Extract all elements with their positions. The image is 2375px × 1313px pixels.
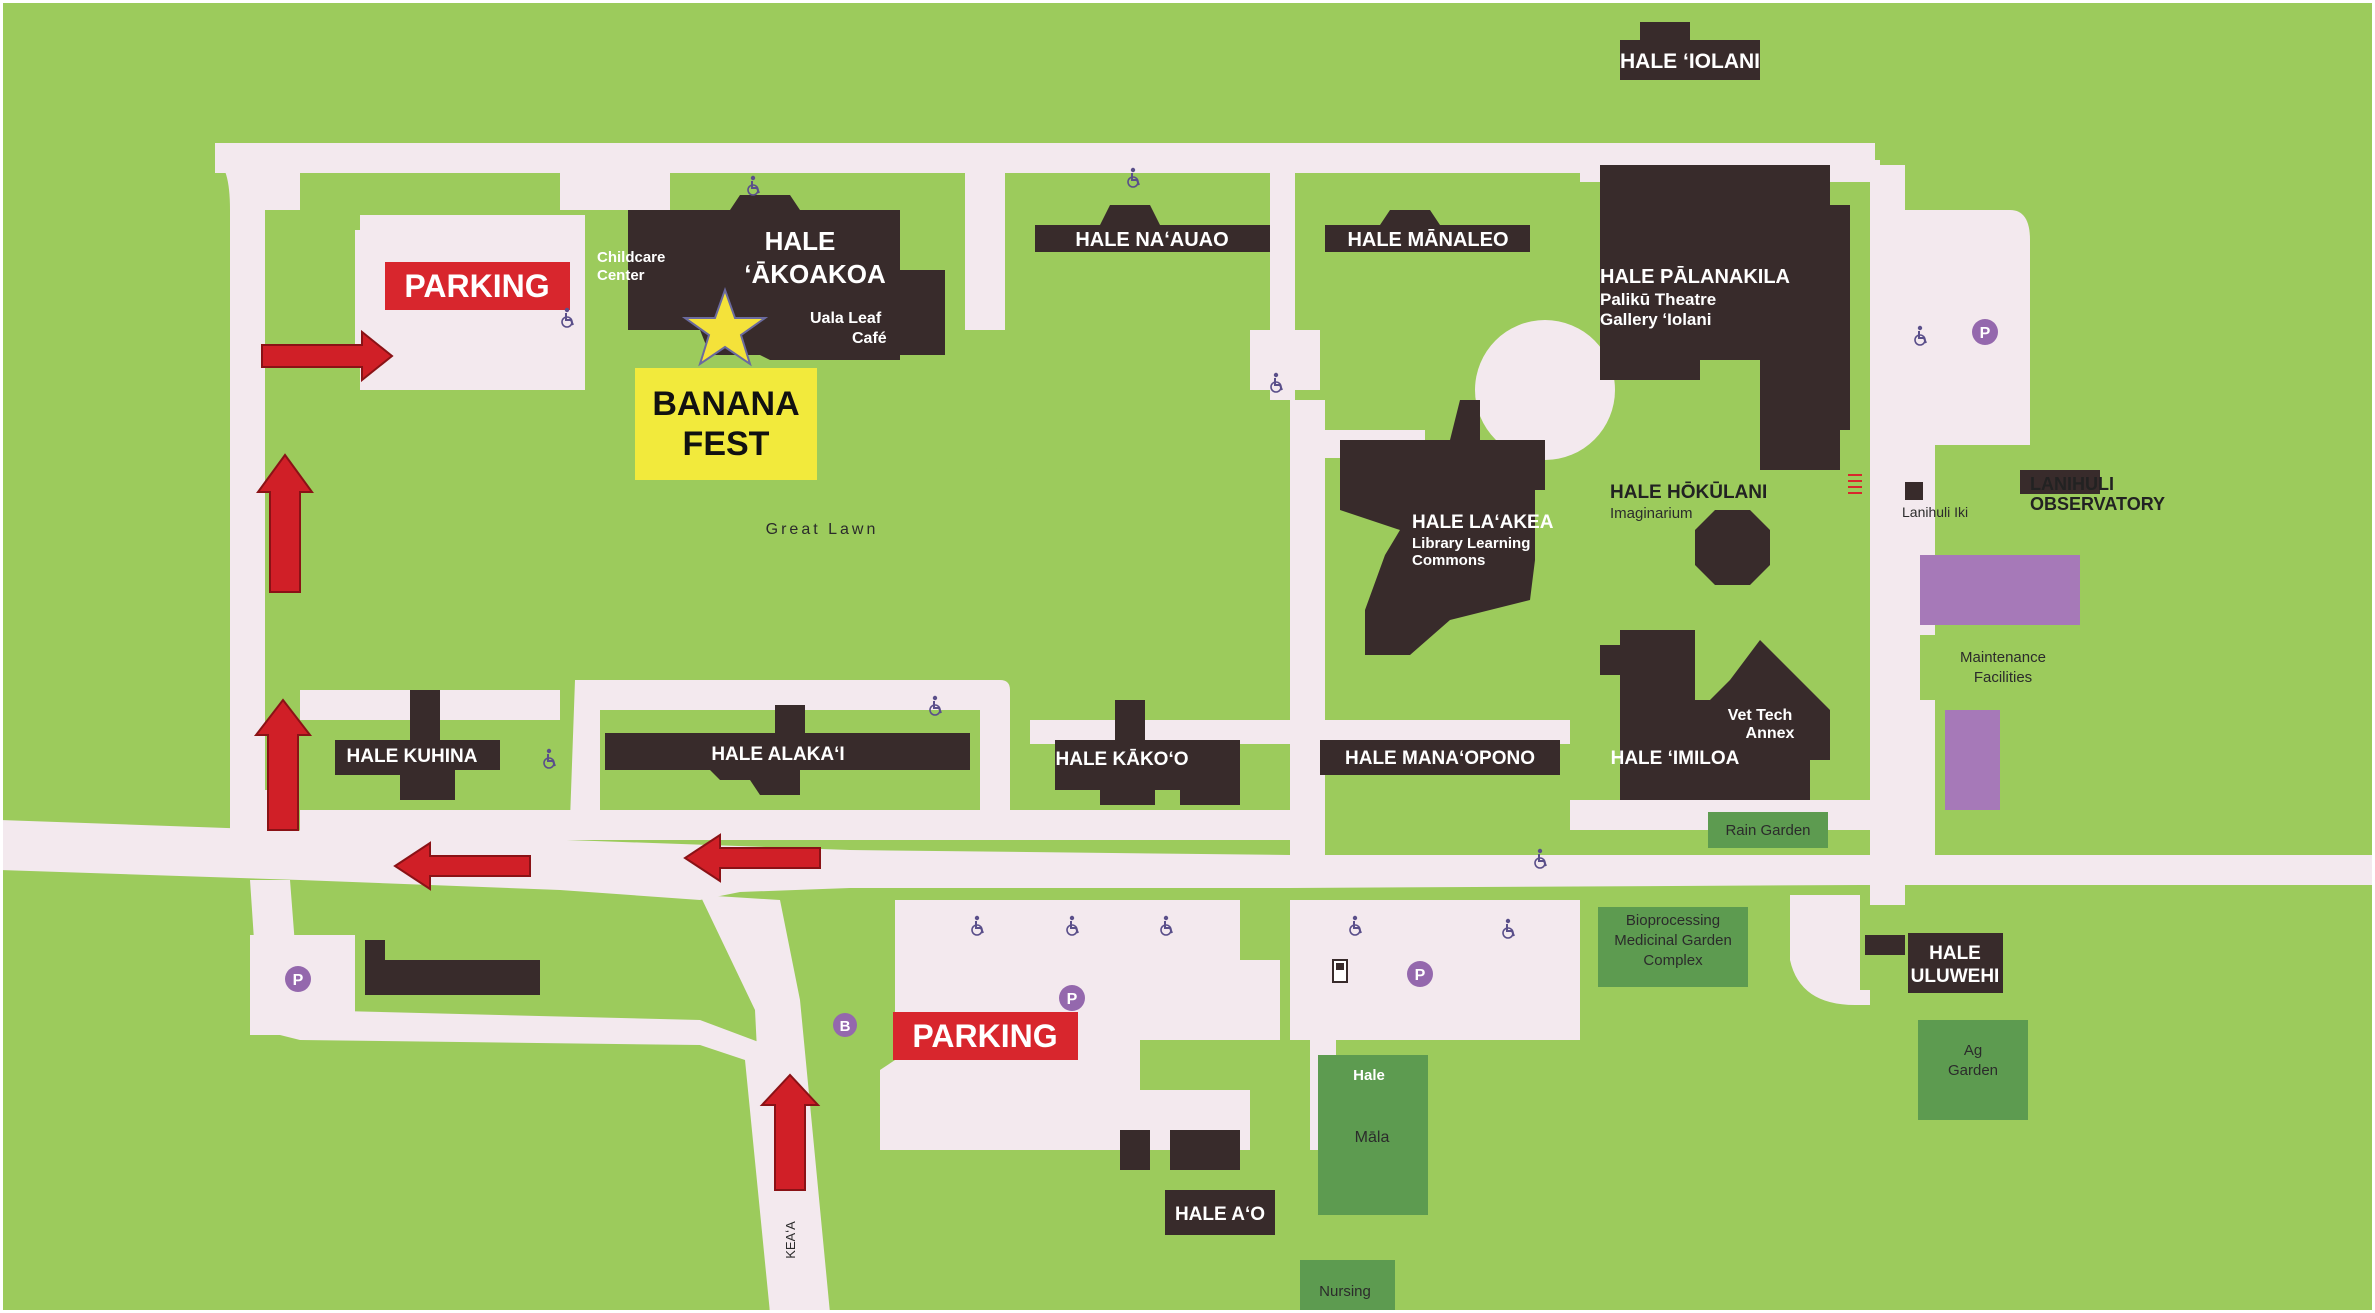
label-great-lawn: Great Lawn [766, 521, 879, 538]
arrow-north-2 [253, 698, 313, 831]
label-hale-naauao: HALE NAʻAUAO [1075, 229, 1228, 251]
bioprocessing-garden [1598, 907, 1748, 987]
label-imaginarium: Imaginarium [1610, 505, 1693, 522]
label-childcare-1: Childcare [597, 249, 665, 266]
paths-layer [0, 143, 2375, 1313]
label-bio-1: Bioprocessing [1626, 912, 1720, 929]
label-hale-aeo: HALE AʻO [1175, 1204, 1265, 1225]
nursing-garden [1300, 1260, 1395, 1313]
arrow-north-1 [256, 453, 314, 593]
grass-islands [300, 175, 1015, 512]
label-rain-garden: Rain Garden [1725, 822, 1810, 839]
label-hale-small: Hale [1353, 1067, 1385, 1084]
parking-icon-southwest [285, 966, 311, 992]
parking-icon-east [1972, 319, 1998, 345]
label-laakea-sub-2: Commons [1412, 552, 1485, 569]
label-hale-imiloa: HALE ʻIMILOA [1611, 748, 1740, 769]
parking-icons: P P P P B [285, 319, 1998, 1037]
label-akoakoa-1: HALE [765, 226, 836, 256]
maintenance-block-south [1945, 710, 2000, 810]
ev-charging-icon [1332, 959, 1348, 983]
svg-text:P: P [1980, 325, 1991, 342]
arrow-east [261, 329, 394, 383]
svg-text:P: P [1067, 991, 1078, 1008]
label-uluwehi-1: HALE [1929, 943, 1981, 964]
parking-icon-southeast [1407, 961, 1433, 987]
parking-label-west-bg [385, 262, 570, 310]
label-maintenance-2: Facilities [1974, 669, 2032, 686]
svg-text:P: P [293, 972, 304, 989]
maintenance-block-north [1920, 555, 2080, 625]
label-maintenance-1: Maintenance [1960, 649, 2046, 666]
label-lanihuli-obs-1: LANIHULI [2030, 474, 2114, 494]
arrows-layer [253, 329, 821, 1191]
label-road-keaa: KEAʻA [783, 1221, 798, 1259]
label-hale-iolani: HALE ʻIOLANI [1620, 50, 1760, 73]
label-hale-hokulani: HALE HŌKŪLANI [1610, 482, 1767, 503]
label-paliku-1: Palikū Theatre [1600, 290, 1716, 309]
label-hale-manaopono: HALE MANAʻOPONO [1345, 748, 1535, 769]
crosswalk-marks [1848, 474, 1862, 494]
parking-label-south: PARKING [912, 1018, 1057, 1054]
label-uala-1: Uala Leaf [810, 310, 882, 327]
label-hale-alakai: HALE ALAKAʻI [711, 744, 844, 765]
banana-fest-line2: FEST [683, 425, 770, 463]
label-childcare-2: Center [597, 267, 645, 284]
arrow-west-1 [393, 841, 531, 891]
label-bio-2: Medicinal Garden [1614, 932, 1732, 949]
label-ag-1: Ag [1964, 1042, 1982, 1059]
parking-label-south-bg [893, 1012, 1078, 1060]
label-lanihuli-obs-2: OBSERVATORY [2030, 494, 2165, 514]
label-vettech-2: Annex [1746, 725, 1795, 742]
maintenance-lot [1920, 635, 2110, 700]
label-hale-laakea: HALE LAʻAKEA [1412, 512, 1554, 533]
label-hale-palanakila: HALE PĀLANAKILA [1600, 266, 1790, 288]
label-akoakoa-2: ʻĀKOAKOA [744, 259, 886, 289]
label-mala: Māla [1355, 1129, 1390, 1146]
label-hale-kakoo: HALE KĀKOʻO [1056, 749, 1189, 770]
svg-text:P: P [1415, 967, 1426, 984]
label-vettech-1: Vet Tech [1728, 707, 1793, 724]
label-nursing: Nursing [1319, 1283, 1371, 1300]
svg-text:B: B [840, 1018, 851, 1035]
event-star-icon [681, 287, 769, 367]
banana-fest-line1: BANANA [652, 385, 799, 423]
label-paliku-2: Gallery ʻIolani [1600, 310, 1712, 329]
label-laakea-sub-1: Library Learning [1412, 535, 1530, 552]
arrow-west-2 [683, 833, 821, 883]
label-uluwehi-2: ULUWEHI [1911, 966, 2000, 987]
label-hale-kuhina: HALE KUHINA [347, 746, 478, 767]
label-bio-3: Complex [1643, 952, 1703, 969]
label-ag-2: Garden [1948, 1062, 1998, 1079]
banana-fest-box [635, 368, 817, 480]
parking-label-west: PARKING [404, 268, 549, 304]
bus-stop-icon [833, 1013, 857, 1037]
parking-icon-south [1059, 985, 1085, 1011]
ag-garden [1918, 1020, 2028, 1120]
mala-garden [1318, 1055, 1428, 1215]
label-hale-manaleo: HALE MĀNALEO [1347, 229, 1508, 251]
label-lanihuli-iki: Lanihuli Iki [1902, 504, 1968, 520]
label-uala-2: Café [852, 330, 887, 347]
arrow-north-3 [759, 1073, 821, 1191]
rain-garden [1708, 812, 1828, 848]
